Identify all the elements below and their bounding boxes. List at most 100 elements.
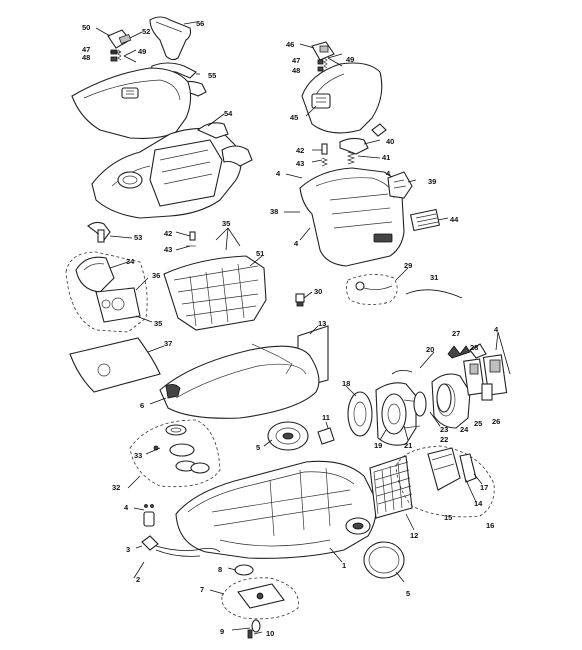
callout-23: 23: [440, 425, 448, 434]
part-19-motor: [375, 370, 421, 446]
callout-41: 41: [382, 153, 390, 162]
part-7-8-wheel-assembly: [221, 564, 299, 620]
part-32-33-seal-group: [129, 419, 221, 487]
part-1-main-body: [175, 460, 377, 559]
callout-20: 20: [426, 345, 434, 354]
callout-21: 21: [404, 441, 412, 450]
callout-34: 34: [126, 257, 135, 266]
callout-9: 9: [220, 627, 224, 636]
callout-48: 48: [82, 53, 90, 62]
part-9-10-caster: [247, 619, 261, 639]
callout-6: 6: [140, 401, 144, 410]
part-12-exhaust-filter: [369, 455, 413, 519]
callout-42b: 42: [164, 229, 172, 238]
callout-43b: 43: [164, 245, 172, 254]
callout-4e: 4: [124, 503, 129, 512]
callout-16: 16: [486, 521, 494, 530]
callout-49b: 49: [346, 55, 354, 64]
callout-5a: 5: [256, 443, 260, 452]
callout-27: 27: [452, 329, 460, 338]
callout-51: 51: [256, 249, 264, 258]
callout-15: 15: [444, 513, 452, 522]
callout-36: 36: [152, 271, 160, 280]
callout-14: 14: [474, 499, 483, 508]
callout-3: 3: [126, 545, 130, 554]
callout-40: 40: [386, 137, 394, 146]
part-44-pad: [409, 208, 441, 232]
callout-12: 12: [410, 531, 418, 540]
callout-numbers: 50 52 56 47 48 49 55 54 46 47 48 49 45 4…: [82, 19, 500, 638]
part-45-reel-cover: [301, 62, 387, 137]
part-42-43-left-screw: [186, 231, 196, 247]
part-23-gasket: [413, 391, 427, 417]
part-11-block: [317, 427, 335, 445]
callout-4d: 4: [494, 325, 499, 334]
part-25-26-brackets: [463, 354, 508, 401]
callout-19: 19: [374, 441, 382, 450]
part-53-hook: [87, 221, 111, 243]
part-39-latch: [387, 171, 413, 199]
callout-43: 43: [296, 159, 304, 168]
callout-4c: 4: [294, 239, 299, 248]
callout-44: 44: [450, 215, 459, 224]
part-22-24-motor-housing: [431, 373, 471, 429]
part-18-motor-ring: [347, 391, 373, 437]
leader-lines: [95, 21, 511, 635]
part-5-filter-wheel: [267, 421, 309, 451]
part-41-spring: [346, 151, 356, 165]
callout-10: 10: [266, 629, 274, 638]
callout-24: 24: [460, 425, 469, 434]
callout-18: 18: [342, 379, 350, 388]
callout-1: 1: [342, 561, 346, 570]
callout-13: 13: [318, 319, 326, 328]
callout-49: 49: [138, 47, 146, 56]
callout-8: 8: [218, 565, 222, 574]
part-40-release-lever: [339, 137, 369, 155]
part-37-filter-bag: [69, 337, 161, 393]
part-56-handle-grip: [149, 16, 192, 61]
part-29-31-cord-switch: [346, 274, 463, 305]
part-51-dust-basket: [163, 255, 267, 331]
callout-31: 31: [430, 273, 438, 282]
callout-4b: 4: [386, 169, 391, 178]
part-2-power-cord: [141, 535, 221, 557]
part-38-reel-housing: [299, 167, 405, 267]
part-14-17-filter-cover-group: [395, 445, 495, 518]
callout-38: 38: [270, 207, 278, 216]
callout-22: 22: [440, 435, 448, 444]
callout-35a: 35: [222, 219, 230, 228]
part-30-button: [295, 293, 305, 307]
callout-53: 53: [134, 233, 142, 242]
callout-48b: 48: [292, 66, 300, 75]
callout-47b: 47: [292, 56, 300, 65]
callout-45: 45: [290, 113, 298, 122]
callout-4a: 4: [276, 169, 281, 178]
part-52-button-cap: [107, 29, 132, 49]
part-6-top-lid: [159, 343, 320, 419]
callout-26: 26: [492, 417, 500, 426]
callout-47: 47: [82, 45, 90, 54]
callout-30: 30: [314, 287, 322, 296]
part-5-round-cover: [363, 541, 405, 579]
part-54-top-cover: [71, 67, 192, 139]
callout-29: 29: [404, 261, 412, 270]
callout-46: 46: [286, 40, 294, 49]
callout-37: 37: [164, 339, 172, 348]
callout-42: 42: [296, 146, 304, 155]
callout-5b: 5: [406, 589, 410, 598]
callout-17: 17: [480, 483, 488, 492]
part-34-36-cord-reel-group: [65, 251, 148, 333]
callout-33: 33: [134, 451, 142, 460]
callout-25: 25: [474, 419, 482, 428]
callout-28: 28: [470, 343, 478, 352]
callout-35b: 35: [154, 319, 162, 328]
part-54-main-body-shell: [91, 122, 253, 219]
callout-7: 7: [200, 585, 204, 594]
callout-39: 39: [428, 177, 436, 186]
callout-52: 52: [142, 27, 150, 36]
callout-56: 56: [196, 19, 204, 28]
part-3-4-cord-plug: [143, 504, 155, 527]
callout-32: 32: [112, 483, 120, 492]
part-47-48-49-springs-right: [317, 57, 328, 72]
